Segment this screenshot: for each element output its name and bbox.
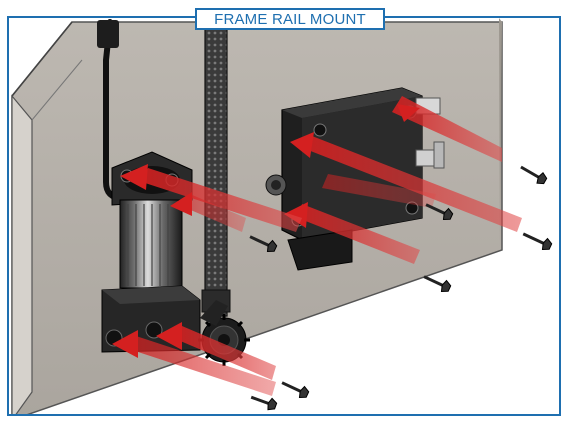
arrow-5 (120, 164, 302, 232)
hex-head-bolt-icon (249, 235, 278, 252)
arrow-8 (112, 330, 276, 396)
arrow-3 (322, 174, 436, 208)
arrow-6 (170, 192, 246, 232)
arrow-7 (156, 322, 276, 380)
figure-title: FRAME RAIL MOUNT (195, 8, 385, 30)
illustration-svg (11, 18, 553, 414)
arrow-2 (290, 132, 522, 232)
illustration-frame (7, 16, 561, 416)
arrow-1 (392, 96, 502, 162)
hex-head-bolt-icon (281, 381, 310, 398)
arrow-4 (284, 202, 420, 264)
hex-head-bolt-icon (520, 165, 548, 185)
braided-hose (201, 19, 231, 317)
hex-head-bolt-icon (250, 395, 278, 411)
bolts (249, 165, 553, 411)
insertion-arrows (112, 96, 522, 396)
hex-head-bolt-icon (423, 275, 452, 292)
hex-head-bolt-icon (522, 232, 553, 250)
hex-head-bolt-icon (425, 203, 454, 220)
